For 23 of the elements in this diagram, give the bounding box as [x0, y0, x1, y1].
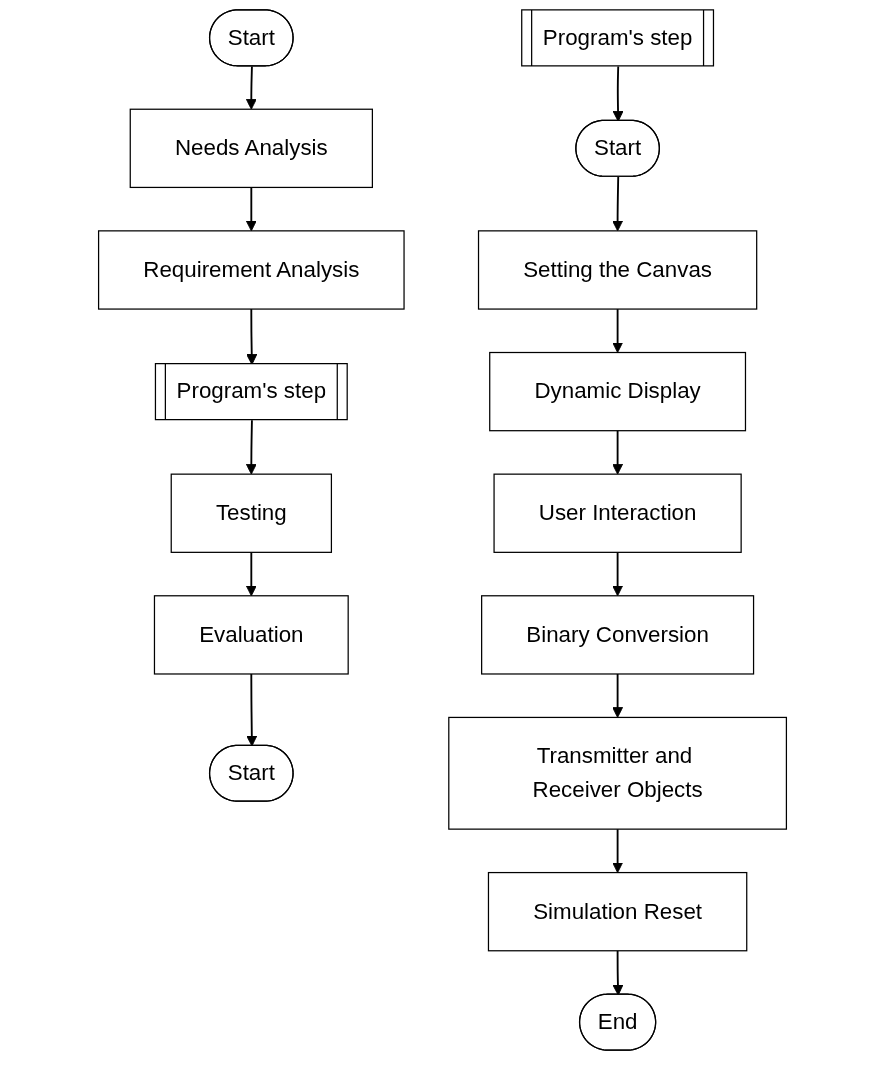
- arrow: [245, 419, 257, 475]
- node-box: Needs Analysis: [129, 108, 373, 189]
- node-box: Setting the Canvas: [477, 230, 758, 310]
- node-box: Binary Conversion: [481, 595, 755, 675]
- node-box: Testing: [170, 473, 333, 553]
- arrow: [612, 551, 624, 597]
- arrow: [612, 949, 624, 996]
- arrow: [612, 673, 624, 718]
- arrow: [612, 308, 624, 353]
- arrow: [245, 551, 257, 597]
- arrow: [612, 175, 624, 232]
- node-box: Evaluation: [153, 595, 349, 675]
- arrow: [612, 65, 624, 122]
- arrow: [612, 828, 624, 874]
- arrow: [245, 186, 257, 232]
- node-box: Simulation Reset: [487, 871, 748, 952]
- node-box: Requirement Analysis: [97, 230, 405, 310]
- node-box: User Interaction: [493, 473, 742, 553]
- node-box: Dynamic Display: [489, 351, 747, 432]
- arrow: [246, 673, 258, 747]
- arrow: [245, 65, 257, 110]
- node-box: Transmitter and Receiver Objects: [448, 716, 788, 830]
- arrow: [612, 429, 624, 475]
